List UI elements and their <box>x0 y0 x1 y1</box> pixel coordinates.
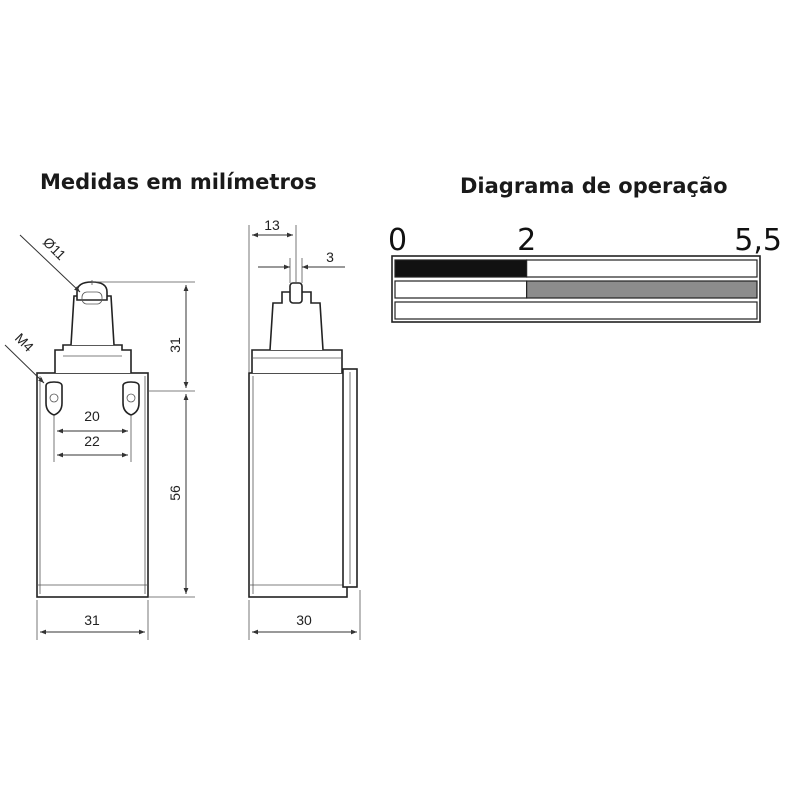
contact-row-1-segment-0 <box>394 280 528 299</box>
thread-label: M4 <box>12 330 37 355</box>
hole-spacing-inner-label: 20 <box>84 408 100 424</box>
mounting-hole-right <box>122 381 140 416</box>
dimensions-title: Medidas em milímetros <box>40 170 317 194</box>
side-body <box>248 372 348 598</box>
body-depth-label: 30 <box>296 612 312 628</box>
contact-row-1-segment-1 <box>526 280 758 299</box>
contact-row-2-segment-0 <box>394 301 758 320</box>
top-width-label: 13 <box>264 217 280 233</box>
operation-diagram-title: Diagrama de operação <box>460 174 728 198</box>
front-view: Ø11 M4 31 56 20 22 31 <box>4 234 195 640</box>
side-head-base <box>251 349 343 373</box>
roller-diameter-label: Ø11 <box>40 234 69 263</box>
body-width-label: 31 <box>84 612 100 628</box>
side-roller <box>289 282 303 304</box>
mounting-hole-left <box>45 381 63 416</box>
roller-width-label: 3 <box>326 249 334 265</box>
front-head-base <box>54 344 132 373</box>
scale-label-0: 0 <box>388 223 407 258</box>
contact-row-0-segment-1 <box>526 259 758 278</box>
head-height-label: 31 <box>167 337 183 353</box>
body-height-label: 56 <box>167 485 183 501</box>
hole-spacing-outer-label: 22 <box>84 433 100 449</box>
contact-row-0-segment-0 <box>394 259 528 278</box>
scale-label-1: 2 <box>517 223 536 258</box>
front-plunger <box>70 295 115 346</box>
side-view: 13 3 30 <box>248 217 361 640</box>
scale-label-2: 5,5 <box>734 223 782 258</box>
